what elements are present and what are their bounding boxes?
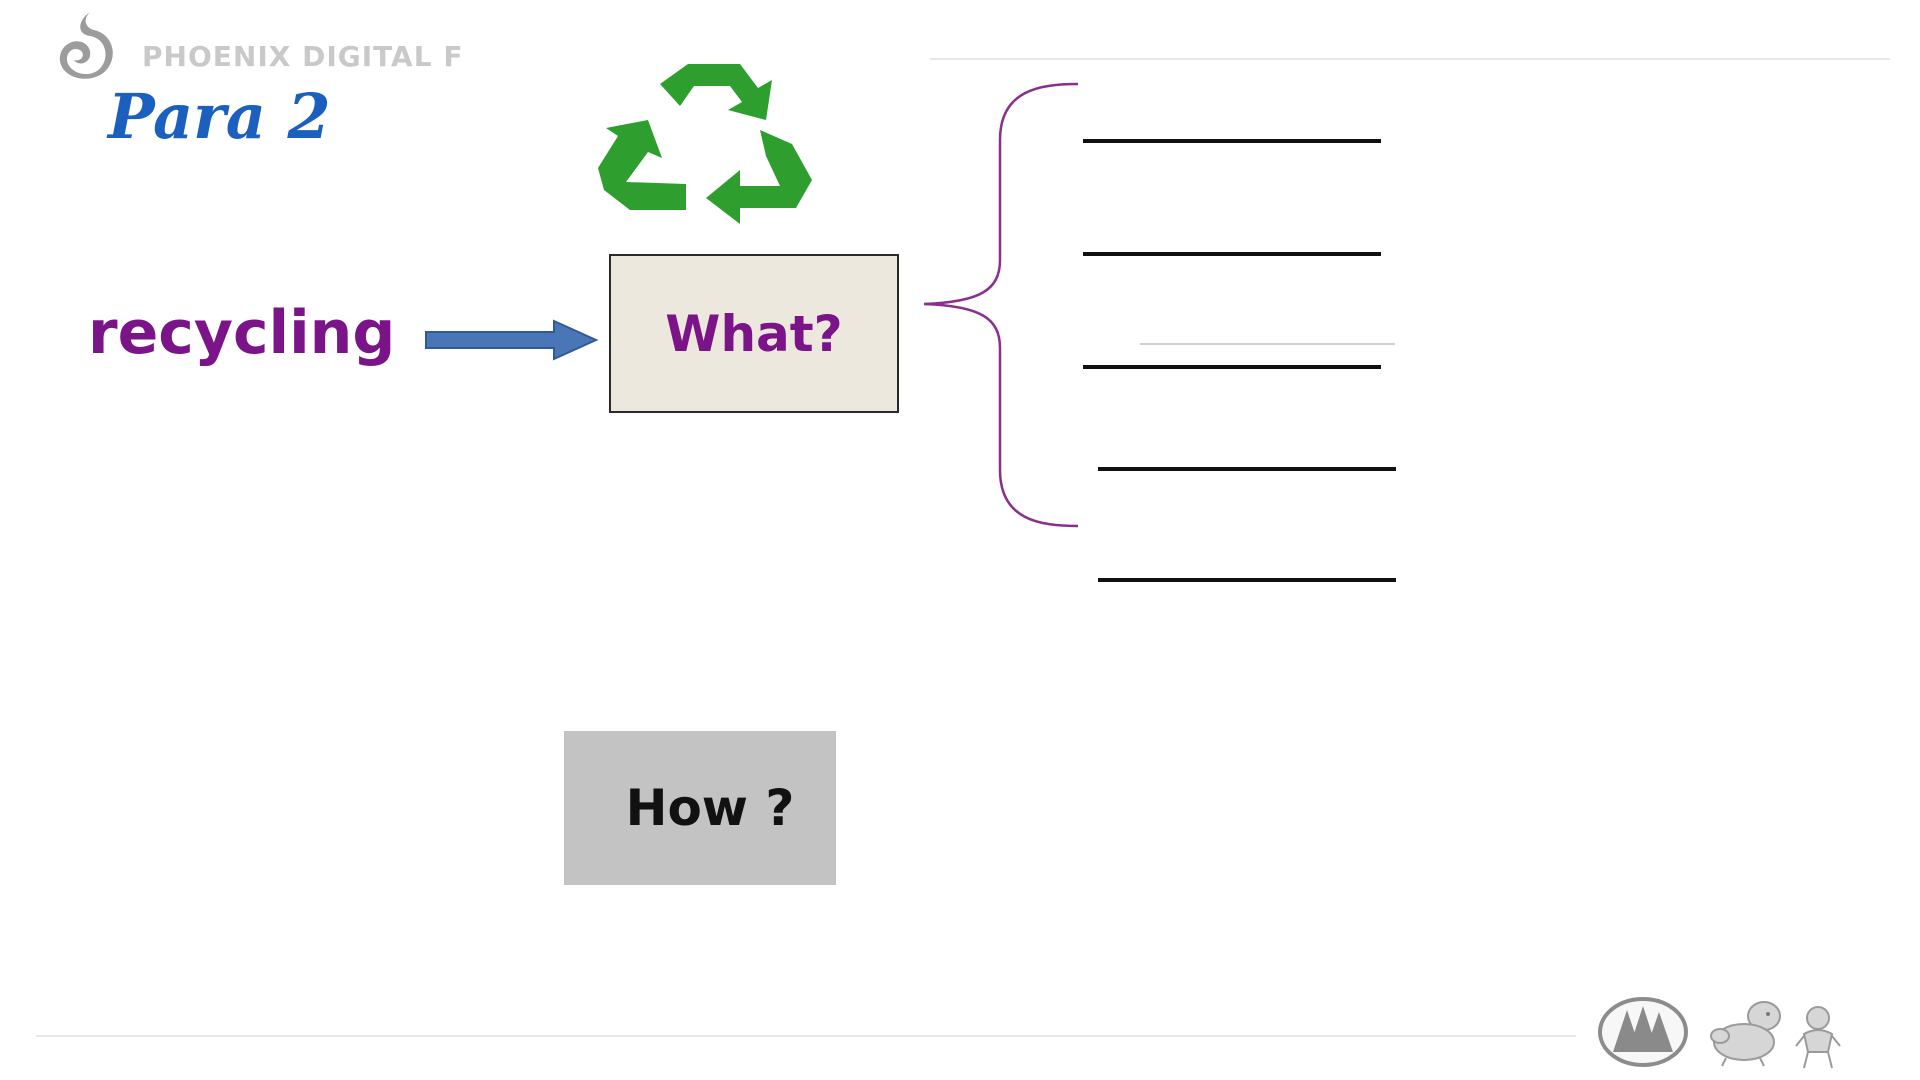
bottom-divider <box>36 1035 1576 1037</box>
person-icon <box>1795 1006 1841 1069</box>
answer-blank-4 <box>1098 467 1396 471</box>
faint-guide-line <box>1140 343 1395 345</box>
how-label: How ? <box>625 779 795 837</box>
what-box: What? <box>609 254 899 413</box>
swirl-logo-icon <box>59 12 113 79</box>
brand-name: PHOENIX DIGITAL F <box>142 40 464 73</box>
how-box: How ? <box>564 731 836 885</box>
slide-title: Para 2 <box>108 80 331 153</box>
arrow-right-icon <box>425 319 599 361</box>
what-label: What? <box>665 304 843 363</box>
answer-blank-3 <box>1083 365 1381 369</box>
top-divider <box>930 58 1890 60</box>
trees-badge-icon <box>1598 997 1688 1067</box>
curly-brace-icon <box>923 82 1079 528</box>
answer-blank-2 <box>1083 252 1381 256</box>
answer-blank-1 <box>1083 139 1381 143</box>
animal-icon <box>1710 1001 1781 1067</box>
term-recycling: recycling <box>88 298 396 368</box>
answer-blank-5 <box>1098 578 1396 582</box>
recycle-icon <box>598 64 812 224</box>
